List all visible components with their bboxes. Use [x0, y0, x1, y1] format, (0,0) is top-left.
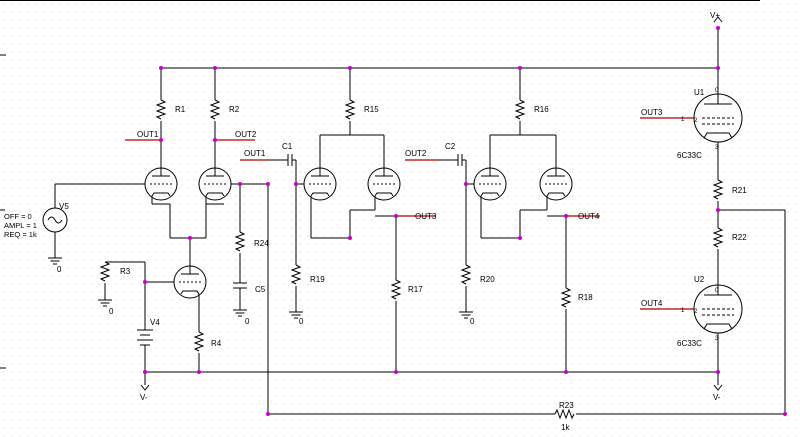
pin-number: 0: [715, 288, 719, 294]
ground-label: 0: [299, 317, 304, 326]
triode-stage1-left[interactable]: [144, 165, 178, 201]
ac-source-v5[interactable]: [42, 207, 68, 233]
label-r4: R4: [211, 339, 222, 348]
vminus-label: V-: [713, 393, 721, 402]
label-r20: R20: [480, 275, 495, 284]
net-label-out3: OUT3: [415, 212, 437, 221]
label-u2: U2: [694, 275, 705, 284]
label-r22: R22: [732, 233, 747, 242]
vplus-label: V+: [710, 11, 720, 20]
ground-symbol: [289, 311, 303, 319]
ground-symbol: [48, 257, 62, 265]
net-label-out4: OUT4: [578, 212, 600, 221]
dc-source-v4[interactable]: [137, 329, 153, 346]
ground-label: 0: [245, 317, 250, 326]
v5-freq: REQ = 1k: [4, 230, 37, 239]
label-r24: R24: [254, 239, 269, 248]
vminus-port-arrow: [713, 384, 723, 391]
sine-icon: [47, 216, 63, 224]
label-r2: R2: [229, 105, 240, 114]
pin-number: 1: [681, 117, 685, 123]
triode-current-source[interactable]: [173, 262, 207, 299]
label-r23-value: 1k: [561, 423, 570, 432]
label-r18: R18: [578, 293, 593, 302]
label-c2: C2: [445, 142, 456, 151]
resistor-r23[interactable]: [554, 408, 575, 420]
pin-number: 0: [715, 88, 719, 94]
resistor-r4[interactable]: [193, 331, 205, 352]
resistor-r2[interactable]: [209, 99, 221, 120]
resistor-r22[interactable]: [712, 227, 724, 248]
triode-stage3-left[interactable]: [473, 165, 507, 201]
ground-symbol: [233, 309, 247, 317]
pin-number: 3: [715, 336, 719, 342]
vplus-port-arrow: [713, 16, 723, 23]
label-r1: R1: [175, 105, 186, 114]
label-r16: R16: [534, 105, 549, 114]
net-label-out4: OUT4: [641, 299, 663, 308]
vminus-port-arrow: [140, 384, 150, 391]
resistor-r24[interactable]: [234, 231, 246, 252]
resistor-r20[interactable]: [460, 264, 472, 285]
label-r3: R3: [120, 267, 131, 276]
resistor-r16[interactable]: [514, 99, 526, 120]
label-c1: C1: [282, 142, 293, 151]
pin-number: 2: [694, 309, 698, 315]
ground-label: 0: [109, 307, 114, 316]
v5-vampl: AMPL = 1: [4, 221, 37, 230]
net-label-out1: OUT1: [137, 130, 159, 139]
label-r23: R23: [559, 401, 574, 410]
label-v5: V5: [59, 202, 69, 211]
triode-stage2-left[interactable]: [303, 165, 337, 201]
resistor-r19[interactable]: [290, 264, 302, 285]
triode-stage3-right[interactable]: [539, 165, 573, 201]
resistor-r18[interactable]: [560, 287, 572, 308]
triode-stage1-right[interactable]: [198, 165, 232, 201]
resistor-r1[interactable]: [155, 99, 167, 120]
vminus-label: V-: [140, 393, 148, 402]
resistor-r17[interactable]: [390, 279, 402, 300]
label-r21: R21: [732, 186, 747, 195]
label-u1-model: 6C33C: [677, 151, 702, 160]
ground-symbol: [98, 299, 112, 307]
pin-number: 2: [694, 118, 698, 124]
resistor-r21[interactable]: [712, 179, 724, 200]
v5-voff: OFF = 0: [4, 212, 32, 221]
net-label-out3: OUT3: [641, 108, 663, 117]
label-r19: R19: [310, 275, 325, 284]
ground-symbol: [459, 311, 473, 319]
label-v4: V4: [150, 318, 160, 327]
label-u2-model: 6C33C: [677, 339, 702, 348]
label-c5: C5: [255, 285, 266, 294]
junction-dots: [143, 26, 787, 416]
pin-number: 1: [681, 308, 685, 314]
resistor-r15[interactable]: [344, 99, 356, 120]
pin-number: 3: [715, 145, 719, 151]
label-r17: R17: [408, 285, 423, 294]
net-label-out2: OUT2: [235, 130, 257, 139]
net-label-out2: OUT2: [405, 149, 427, 158]
ground-label: 0: [470, 317, 475, 326]
resistor-r3[interactable]: [99, 261, 111, 282]
triode-stage2-right[interactable]: [367, 165, 401, 201]
ground-label: 0: [57, 265, 62, 274]
label-r15: R15: [364, 105, 379, 114]
label-u1: U1: [694, 88, 705, 97]
net-label-out1: OUT1: [244, 149, 266, 158]
